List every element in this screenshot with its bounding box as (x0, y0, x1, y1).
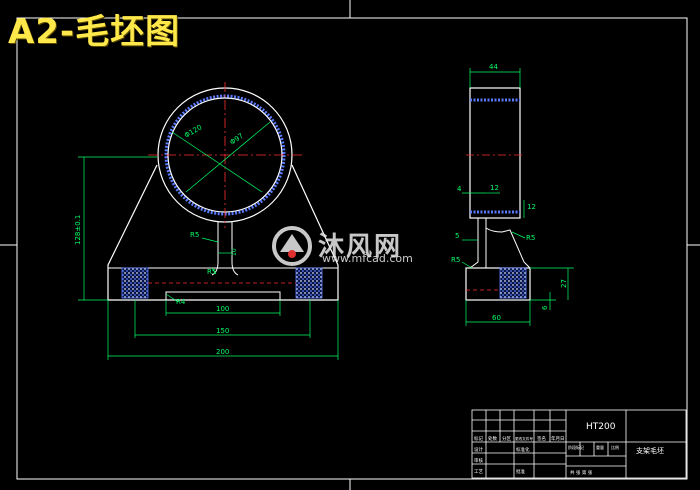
tb-label-stage: 阶段标记 (568, 444, 584, 450)
sheet-border (16, 17, 688, 480)
title-block-text: HT200 支架毛坯 标记 处数 分区 更改文件号 签名 年月日 设计 审核 工… (474, 422, 664, 476)
side-web (469, 218, 487, 269)
watermark-url: www.mfcad.com (322, 252, 413, 265)
dim-d12a: 12 (490, 184, 499, 192)
dim-slot: 10 (231, 248, 238, 256)
base-recess (165, 291, 281, 300)
dim-w100: 100 (216, 305, 229, 313)
r5-leader-2 (211, 267, 217, 275)
side-base-hatch (499, 267, 527, 299)
dim-r5-side-a: R5 (526, 234, 535, 242)
dim-d4: 4 (457, 185, 462, 193)
watermark-logo-icon (272, 226, 312, 266)
title-block-frame (471, 409, 687, 479)
dim-r5-side-b: R5 (451, 256, 460, 264)
r4-leader (165, 293, 179, 303)
tb-sheet: 共 张 第 张 (570, 469, 593, 476)
dim-w150: 150 (216, 327, 229, 335)
dim-d-outer: Φ120 (183, 123, 203, 139)
dim-r5-top: R5 (190, 231, 199, 239)
hatch-right (295, 267, 323, 299)
tb-label-mark: 标记 (474, 435, 483, 442)
dim-w200: 200 (216, 348, 229, 356)
tb-label-design: 设计 (474, 446, 483, 453)
dim-d27: 27 (560, 279, 568, 288)
dim-d5: 5 (455, 232, 459, 240)
sleeve-outline (469, 87, 521, 219)
side-base (465, 267, 531, 301)
tb-label-weight: 重量 (596, 444, 604, 450)
dim-height: 128±0.1 (74, 215, 82, 245)
drawing-title: A2-毛坯图 (8, 12, 181, 52)
r5-leader (201, 237, 219, 243)
tb-label-approve: 批准 (516, 468, 525, 475)
dim-d6: 6 (541, 305, 549, 310)
side-fillet (485, 227, 531, 269)
side-view: 44 4 12 12 5 R5 R5 27 6 60 (451, 63, 574, 326)
front-view: Φ120 Φ97 128±0.1 R5 10 R5 R4 100 150 200 (74, 82, 339, 360)
tb-label-sign: 签名 (537, 435, 546, 442)
tb-label-standard: 标准化 (516, 446, 530, 453)
title-block (471, 409, 687, 479)
tb-label-scale: 比例 (611, 444, 619, 450)
tb-label-zone: 分区 (502, 435, 511, 442)
tb-label-review: 审核 (474, 457, 483, 464)
dim-r5-bottom: R5 (207, 268, 216, 276)
dim-d-inner: Φ97 (229, 132, 245, 147)
dim-d12b: 12 (527, 203, 536, 211)
dim-w44: 44 (489, 63, 498, 71)
tb-label-date: 年月日 (551, 435, 565, 442)
d-inner-leader (185, 121, 271, 193)
dim-w60: 60 (492, 314, 501, 322)
tb-label-count: 处数 (488, 435, 497, 442)
web-outline (211, 222, 239, 276)
watermark-brand: 沐风网 (318, 232, 403, 262)
tb-label-change: 更改文件号 (515, 436, 533, 441)
hatch-left (121, 267, 149, 299)
r5-side-leader-2 (461, 261, 473, 269)
r5-side-leader (511, 231, 526, 239)
tb-part-name: 支架毛坯 (636, 446, 664, 455)
body-outline (107, 164, 339, 301)
tb-label-process: 工艺 (474, 469, 483, 475)
d-outer-leader (171, 131, 263, 193)
dim-r4: R4 (176, 298, 186, 306)
tb-material: HT200 (586, 422, 616, 432)
